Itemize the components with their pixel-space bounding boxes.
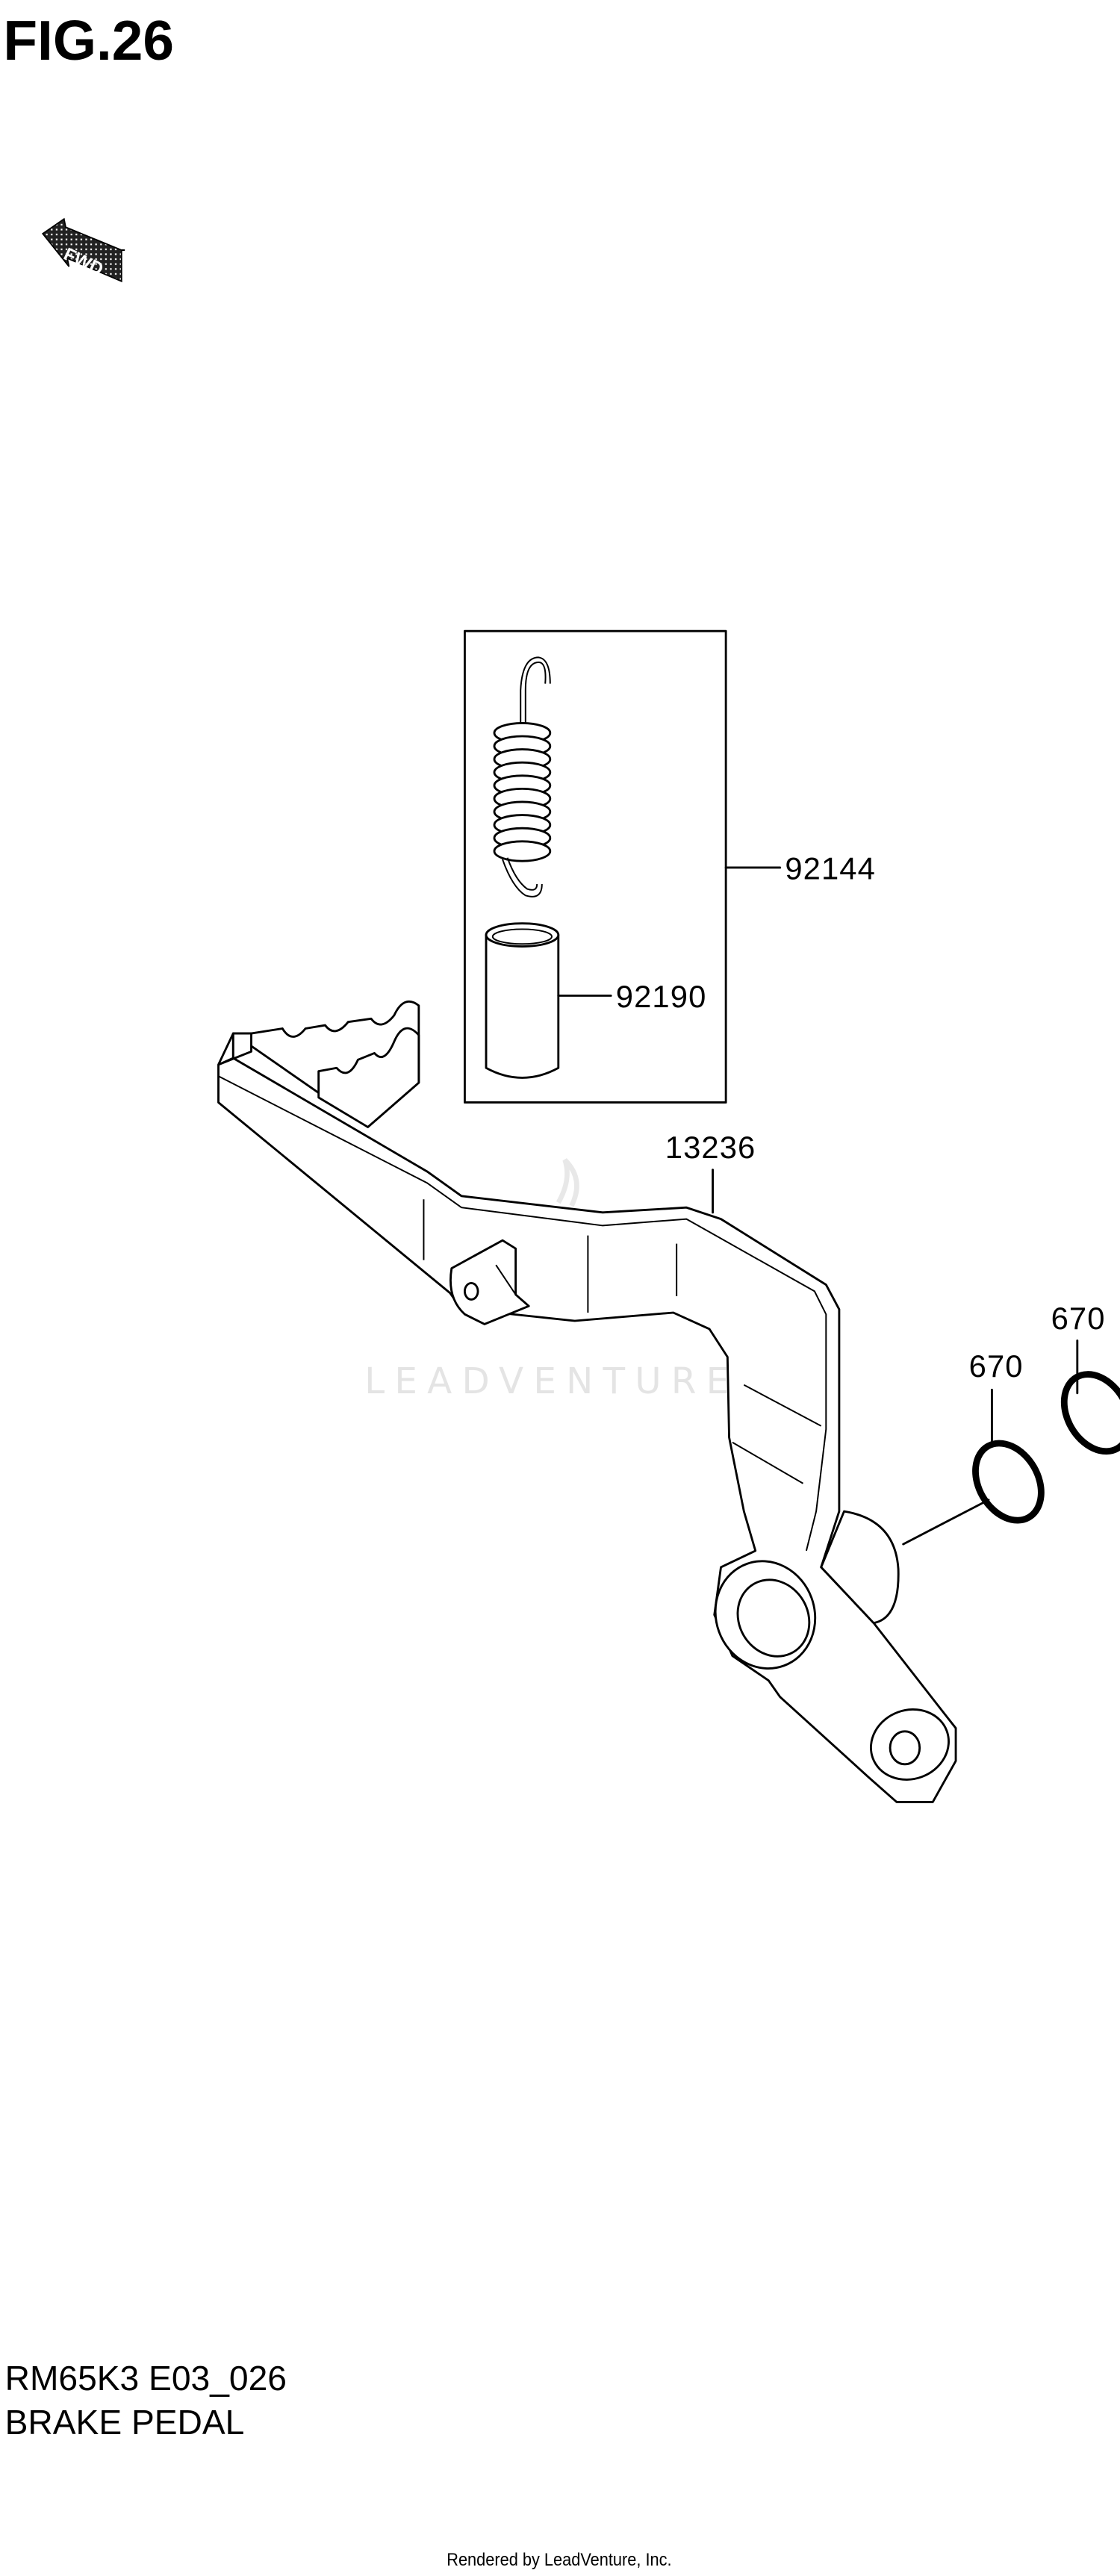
figure-title: FIG.26 bbox=[3, 9, 174, 72]
fwd-arrow-icon: FWD bbox=[41, 217, 125, 283]
callout-92190[interactable]: 92190 bbox=[616, 979, 707, 1014]
sleeve bbox=[485, 922, 560, 1079]
o-ring-1 bbox=[972, 1440, 1045, 1524]
leader-oring-pedal bbox=[902, 1499, 990, 1546]
watermark: LEADVENTURE bbox=[364, 1158, 738, 1402]
diagram-code: RM65K3 E03_026 bbox=[5, 2359, 287, 2398]
o-ring-2 bbox=[1060, 1371, 1120, 1455]
spring bbox=[493, 656, 552, 897]
render-credit: Rendered by LeadVenture, Inc. bbox=[447, 2550, 671, 2570]
brake-pedal bbox=[217, 1000, 957, 1803]
diagram-name: BRAKE PEDAL bbox=[5, 2403, 245, 2442]
callout-670-1[interactable]: 670 bbox=[969, 1348, 1024, 1384]
watermark-text: LEADVENTURE bbox=[364, 1360, 738, 1402]
callout-92144[interactable]: 92144 bbox=[785, 850, 876, 886]
callout-670-2[interactable]: 670 bbox=[1051, 1301, 1106, 1336]
callout-13236[interactable]: 13236 bbox=[665, 1130, 756, 1165]
